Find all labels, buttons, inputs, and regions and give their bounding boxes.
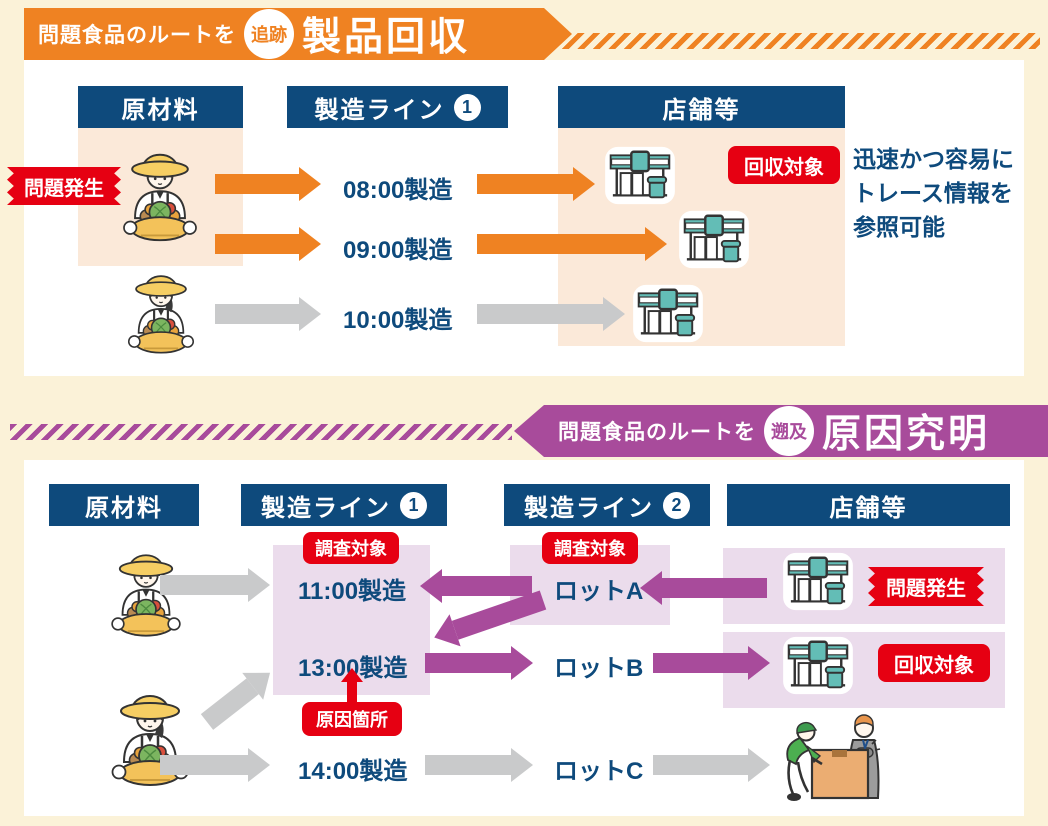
traceback-badge-cause: 原因箇所 (302, 702, 402, 736)
delivery-workers-icon (778, 710, 910, 804)
trace-badge-recall: 回収対象 (728, 146, 840, 184)
trace-banner-title: 製品回収 (302, 16, 471, 59)
traceback-banner: 問題食品のルートを 遡及 原因究明 (514, 405, 1048, 457)
trace-time-1000: 10:00製造 (343, 307, 453, 334)
arrow-farmer-to-0900 (215, 234, 299, 254)
store-icon (630, 282, 706, 344)
trace-time-0800: 08:00製造 (343, 177, 453, 204)
arrow-cause-up (347, 682, 357, 704)
traceback-col-line1-label: 製造ライン (261, 494, 391, 522)
traceback-time-1400: 14:00製造 (298, 758, 408, 785)
traceback-badge-recall: 回収対象 (878, 644, 990, 682)
traceback-lotA: ロットA (554, 578, 644, 605)
farmer-female-icon (118, 266, 204, 362)
traceback-col-line1: 製造ライン 1 (241, 484, 447, 526)
arrow-1000-to-store (477, 304, 603, 324)
traceback-badge-problem: 問題発生 (868, 567, 984, 606)
trace-time-0900: 09:00製造 (343, 237, 453, 264)
traceback-badge-investigate-lot: 調査対象 (542, 532, 638, 564)
farmer-male-icon (100, 548, 192, 642)
trace-banner-prefix: 問題食品のルートを (38, 24, 236, 47)
arrow-lotC-to-delivery (653, 755, 748, 775)
trace-note-line3: 参照可能 (853, 214, 945, 240)
traceback-lotC: ロットC (554, 758, 644, 785)
arrow-farmer-to-1400 (160, 755, 248, 775)
store-icon (780, 550, 856, 612)
trace-col-line1: 製造ライン 1 (287, 86, 508, 128)
traceback-col-stores: 店舗等 (727, 484, 1010, 526)
traceback-time-1100: 11:00製造 (298, 578, 407, 605)
arrow-store-to-lotA (662, 578, 767, 598)
trace-banner: 問題食品のルートを 追跡 製品回収 (24, 8, 572, 60)
arrow-farmer-to-0800 (215, 174, 299, 194)
store-icon (676, 208, 752, 270)
traceback-col-line1-number: 1 (400, 491, 427, 519)
arrow-0800-to-store (477, 174, 573, 194)
arrow-lotB-to-store (653, 653, 748, 673)
traceback-lotB: ロットB (554, 655, 644, 682)
trace-col-line1-number: 1 (453, 93, 481, 121)
trace-badge-problem: 問題発生 (7, 167, 121, 205)
trace-note-line1: 迅速かつ容易に (853, 146, 1014, 172)
orange-stripes-divider (562, 33, 1040, 49)
traceback-banner-prefix: 問題食品のルートを (558, 421, 756, 444)
traceback-col-line2-label: 製造ライン (524, 494, 654, 522)
trace-col-stores-label: 店舗等 (662, 96, 741, 124)
arrow-0900-to-store (477, 234, 645, 254)
arrow-lotA-to-1100 (442, 576, 532, 596)
farmer-female-icon (100, 688, 200, 792)
purple-stripes-divider (10, 424, 512, 440)
traceback-banner-title: 原因究明 (822, 413, 991, 456)
trace-col-stores: 店舗等 (558, 86, 845, 128)
trace-col-line1-label: 製造ライン (314, 96, 445, 124)
trace-col-materials-label: 原材料 (121, 96, 200, 124)
traceback-col-stores-label: 店舗等 (829, 494, 908, 522)
trace-col-materials: 原材料 (78, 86, 243, 128)
trace-banner-action-circle: 追跡 (244, 9, 294, 59)
traceback-badge-investigate-line: 調査対象 (303, 532, 399, 564)
trace-note: 迅速かつ容易に トレース情報を 参照可能 (853, 142, 1033, 244)
traceback-col-materials-label: 原材料 (85, 494, 163, 522)
traceback-col-line2: 製造ライン 2 (504, 484, 710, 526)
store-icon (780, 634, 856, 696)
trace-note-line2: トレース情報を (853, 180, 1013, 206)
traceback-col-materials: 原材料 (49, 484, 199, 526)
arrow-1400-to-lotC (425, 755, 511, 775)
traceback-banner-action-circle: 遡及 (764, 406, 814, 456)
arrow-farmer-to-1100 (160, 575, 248, 595)
arrow-1300-to-lotB (425, 653, 511, 673)
arrow-farmer-to-1000 (215, 304, 299, 324)
store-icon (602, 144, 678, 206)
traceback-col-line2-number: 2 (663, 491, 690, 519)
farmer-male-icon (112, 132, 208, 262)
